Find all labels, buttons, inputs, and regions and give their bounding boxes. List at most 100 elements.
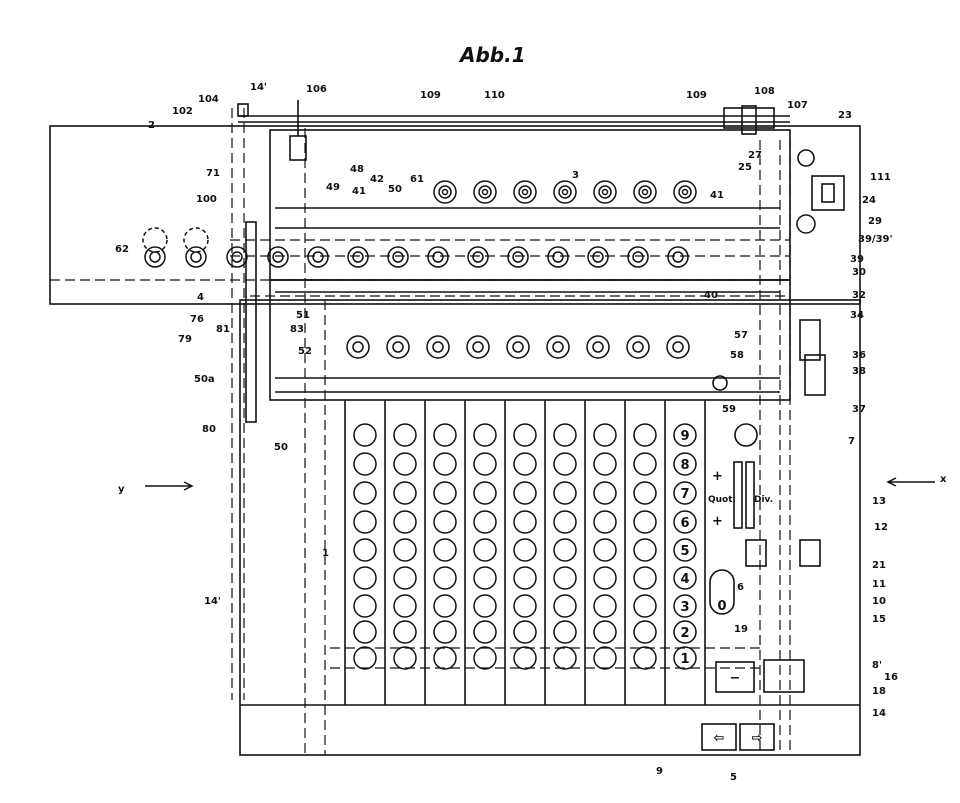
keyboard-key (633, 566, 657, 590)
register-dial-center (681, 188, 689, 196)
reference-numeral: 34 (850, 310, 864, 321)
reference-numeral: 51 (296, 310, 310, 321)
reference-numeral: 11 (872, 579, 886, 590)
counter-wheel (587, 246, 609, 268)
keyboard-key (393, 510, 417, 534)
keyboard-key (593, 538, 617, 562)
keyboard-key (433, 646, 457, 670)
reference-numeral: 41 (352, 186, 366, 197)
arrow-y-head (183, 481, 194, 491)
keyboard-key (433, 538, 457, 562)
setting-gear-inner (432, 341, 444, 353)
reference-numeral: x (940, 474, 947, 485)
keyboard-key (553, 566, 577, 590)
keyboard-key (353, 481, 377, 505)
keyboard-key (393, 620, 417, 644)
register-dial-center (521, 188, 529, 196)
arrow-left-key: ⇦ (714, 731, 725, 746)
reference-numeral: 3 (572, 170, 579, 181)
register-dial (433, 180, 457, 204)
keyboard-key (553, 620, 577, 644)
reference-numeral: 109 (686, 90, 707, 101)
register-dial (593, 180, 617, 204)
reference-numeral: 14' (204, 596, 221, 607)
keyboard-key (633, 452, 657, 476)
counter-wheel-inner (472, 251, 484, 263)
counter-wheel-inner (231, 251, 243, 263)
reference-numeral: 30 (852, 267, 866, 278)
reference-numeral: 36 (852, 350, 866, 361)
reference-numeral: 57 (734, 330, 748, 341)
keyboard-key (353, 566, 377, 590)
reference-numeral: 42 (370, 174, 384, 185)
body-frame (239, 299, 861, 756)
top-frame (49, 125, 861, 305)
keyboard-key (433, 620, 457, 644)
setting-gear-inner (552, 341, 564, 353)
setting-gear (586, 335, 610, 359)
counter-wheel (387, 246, 409, 268)
register-dial (553, 180, 577, 204)
reference-numeral: 50a (194, 374, 215, 385)
reference-numeral: 14' (250, 82, 267, 93)
reference-numeral: 52 (298, 346, 312, 357)
counter-wheel (507, 246, 529, 268)
keyboard-key (553, 481, 577, 505)
keyboard-key (633, 620, 657, 644)
digit-key-label: 6 (680, 516, 689, 531)
keyboard-key (553, 452, 577, 476)
register-dial-inner (638, 185, 652, 199)
keyboard-key (513, 594, 537, 618)
counter-wheel-inner (512, 251, 524, 263)
reference-numeral: 24 (862, 195, 876, 206)
minus-key-label: − (730, 671, 741, 686)
counter-wheel-inner (312, 251, 324, 263)
counter-wheel-inner (149, 251, 161, 263)
setting-gear-inner (392, 341, 404, 353)
setting-gear (466, 335, 490, 359)
setting-gear (666, 335, 690, 359)
reference-numeral: 12 (874, 522, 888, 533)
reference-numeral: 80 (202, 424, 216, 435)
keyboard-key (433, 423, 457, 447)
keyboard-key (593, 620, 617, 644)
digit-key-label: 9 (680, 429, 689, 444)
digit-key (673, 594, 697, 618)
reference-numeral: 81 (216, 324, 230, 335)
digit-key (673, 538, 697, 562)
setting-gear-inner (632, 341, 644, 353)
reference-numeral: 13 (872, 496, 886, 507)
digit-key-label: 1 (680, 652, 689, 667)
setting-gear-inner (672, 341, 684, 353)
reference-numeral: 49 (326, 182, 340, 193)
counter-wheel-inner (272, 251, 284, 263)
setting-gear-inner (472, 341, 484, 353)
keyboard-key (593, 646, 617, 670)
keyboard-key (393, 538, 417, 562)
setting-gear-inner (592, 341, 604, 353)
keyboard-key (633, 594, 657, 618)
digit-key-label: 3 (680, 600, 689, 615)
keyboard-key (433, 510, 457, 534)
reference-numeral: 5 (730, 772, 737, 783)
reference-numeral: 14 (872, 708, 886, 719)
reference-numeral: 8' (872, 660, 882, 671)
keyboard-key (353, 538, 377, 562)
digit-key (673, 423, 697, 447)
reference-numeral: 23 (838, 110, 852, 121)
digit-key-label: 7 (680, 487, 689, 502)
reference-numeral: 111 (870, 172, 891, 183)
reference-numeral: 4 (197, 292, 204, 303)
reference-numeral: 9 (656, 766, 663, 777)
keyboard-key (353, 423, 377, 447)
keyboard-key (513, 646, 537, 670)
keyboard-key (393, 423, 417, 447)
digit-key-label: 8 (680, 458, 689, 473)
register-dial (673, 180, 697, 204)
reference-numeral: 50 (388, 184, 402, 195)
arrow-right-key: ⇨ (752, 731, 763, 746)
keyboard-key (473, 452, 497, 476)
reference-numeral: 83 (290, 324, 304, 335)
